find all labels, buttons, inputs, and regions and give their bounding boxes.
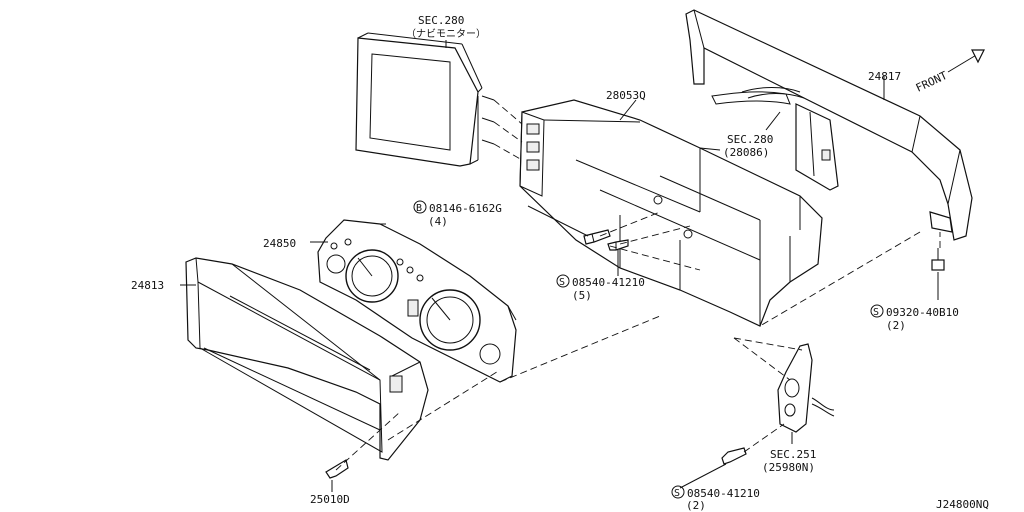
label-meter: 24850 [263,237,296,250]
harness-unit [711,87,839,191]
assembly-lines [335,99,941,471]
bolt-b-symbol: B [416,203,422,214]
bolt-b [583,229,611,245]
screw-d-symbol: S [674,488,680,499]
front-arrow [947,49,985,73]
label-screw-a-part: 08540-41210 [572,276,645,289]
screw-c-symbol: S [873,307,879,318]
label-switch-sec: SEC.251 [770,448,816,461]
label-front: FRONT [914,69,950,95]
switch-unit [777,343,835,433]
screw-a-symbol: S [559,277,565,288]
screw-c-symbol-circle [870,304,884,318]
label-switch-part: (25980N) [762,461,815,474]
label-screw-c-qty: (2) [886,319,906,332]
label-clip: 25010D [310,493,350,506]
label-screw-d-qty: (2) [686,499,706,512]
label-cover: 24813 [131,279,164,292]
label-monitor-sec: SEC.280 [418,14,464,27]
screw-d [721,447,747,465]
screw-a-symbol-circle [556,274,570,288]
screw-d-symbol-circle [671,485,685,499]
screw-a [607,239,629,251]
cluster-cover [185,257,429,461]
label-screw-d-part: 08540-41210 [687,487,760,500]
label-bracket: 28053Q [606,89,646,102]
label-bolt-b-part: 08146-6162G [429,202,502,215]
label-monitor-name: （ナビモニター） [406,28,486,40]
label-screw-c-part: 09320-40B10 [886,306,959,319]
label-screw-a-qty: (5) [572,289,592,302]
meter-bracket [519,99,823,327]
label-bolt-b-qty: (4) [428,215,448,228]
combination-meter [317,219,517,383]
label-harness-part: (28086) [723,146,769,159]
bolt-b-symbol-circle [413,200,427,214]
diagram-id: J24800NQ [936,498,989,511]
navigation-monitor [355,32,495,167]
leader-lines [180,40,939,492]
screw-c [931,248,945,271]
cluster-lid-finisher [685,9,973,241]
label-harness-sec: SEC.280 [727,133,773,146]
label-finisher: 24817 [868,70,901,83]
